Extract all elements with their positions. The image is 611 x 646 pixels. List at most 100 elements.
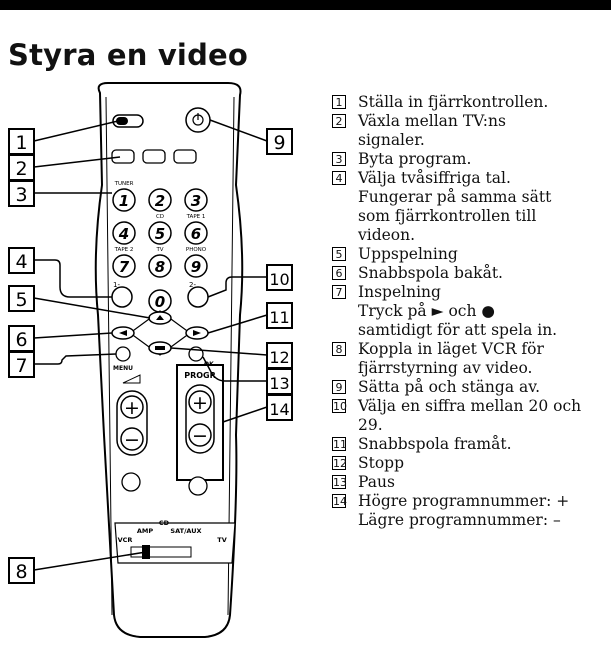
item-text-line: Paus (358, 473, 395, 491)
instruction-item: 12 Stopp (332, 454, 611, 473)
item-text-line: Ställa in fjärrkontrollen. (358, 93, 549, 111)
remote-figure: 1 2 3 4 5 6 7 8 9 0 TUNER CD TAPE 1 TAPE… (0, 75, 330, 646)
item-text-line: videon. (358, 226, 416, 244)
item-text-line: Inspelning (358, 283, 441, 301)
digit-keypad: 1 2 3 4 5 6 7 8 9 0 TUNER CD TAPE 1 TAPE… (112, 181, 208, 313)
item-number-box: 11 (332, 437, 347, 451)
item-number-box: 4 (332, 171, 346, 185)
callout-2: 2 (15, 158, 27, 180)
item-number-box: 6 (332, 266, 346, 280)
item-text-line: signaler. (358, 131, 425, 149)
label-tape1: TAPE 1 (186, 214, 206, 220)
label-cd-sel: CD (159, 519, 170, 527)
vol-plus: + (124, 397, 140, 419)
digit-8: 8 (155, 258, 165, 276)
item-text-line: Högre programnummer: + (358, 492, 570, 510)
instruction-item: 3 Byta program. (332, 150, 611, 169)
label-amp: AMP (137, 527, 153, 535)
instruction-item: 1 Ställa in fjärrkontrollen. (332, 93, 611, 112)
instruction-item: 6 Snabbspola bakåt. (332, 264, 611, 283)
item-text-line: Växla mellan TV:ns (358, 112, 506, 130)
page-title: Styra en video (8, 38, 249, 72)
callout-3: 3 (15, 184, 27, 206)
callout-6: 6 (15, 329, 27, 351)
digit-7: 7 (119, 258, 130, 276)
item-number-box: 7 (332, 285, 346, 299)
item-text-line: fjärrstyrning av video. (358, 359, 533, 377)
item-text-line: Snabbspola framåt. (358, 435, 512, 453)
digit-3: 3 (191, 192, 201, 210)
digit-9: 9 (191, 258, 201, 276)
digit-0: 0 (155, 293, 165, 311)
callout-4: 4 (15, 251, 27, 273)
label-vcr: VCR (118, 536, 133, 544)
item-text-line: Uppspelning (358, 245, 458, 263)
remote-illustration: 1 2 3 4 5 6 7 8 9 0 TUNER CD TAPE 1 TAPE… (8, 82, 293, 638)
label-two-dash: 2- (189, 281, 196, 289)
instruction-item: 14 Högre programnummer: +Lägre programnum… (332, 492, 611, 530)
item-number-box: 1 (332, 95, 346, 109)
item-text-line: Snabbspola bakåt. (358, 264, 503, 282)
top-rule (0, 0, 611, 10)
instruction-item: 9 Sätta på och stänga av. (332, 378, 611, 397)
item-text-line: Fungerar på samma sätt (358, 188, 552, 206)
callout-11: 11 (269, 308, 289, 327)
item-number-box: 8 (332, 342, 346, 356)
digit-2: 2 (155, 192, 165, 210)
instruction-list: 1 Ställa in fjärrkontrollen. 2 Växla mellan… (332, 93, 611, 530)
item-number-box: 9 (332, 380, 346, 394)
label-one-dash: 1- (113, 281, 120, 289)
item-text-line: Tryck på ► och ● (358, 302, 495, 320)
callout-1: 1 (15, 132, 27, 154)
item-number-box: 10 (332, 399, 347, 413)
digit-4: 4 (118, 225, 129, 243)
callout-5: 5 (15, 289, 27, 311)
label-menu: MENU (113, 365, 133, 372)
item-number-box: 5 (332, 247, 346, 261)
item-number-box: 3 (332, 152, 346, 166)
item-text-line: Stopp (358, 454, 405, 472)
item-text-line: Lägre programnummer: – (358, 511, 561, 529)
item-text-line: som fjärrkontrollen till (358, 207, 537, 225)
digit-5: 5 (155, 225, 165, 243)
label-phono: PHONO (186, 247, 207, 253)
label-cd: CD (156, 214, 164, 220)
label-tuner: TUNER (114, 181, 134, 187)
item-text-line: Välja en siffra mellan 20 och (358, 397, 582, 415)
label-sat-aux: SAT/AUX (170, 527, 201, 535)
item-text-line: Byta program. (358, 150, 472, 168)
instruction-item: 11 Snabbspola framåt. (332, 435, 611, 454)
item-text-line: samtidigt för att spela in. (358, 321, 558, 339)
item-number-box: 13 (332, 475, 347, 489)
label-progr: PROGR (184, 371, 216, 380)
callout-14: 14 (269, 400, 289, 419)
digit-6: 6 (191, 225, 201, 243)
callout-7: 7 (15, 355, 27, 377)
item-number-box: 12 (332, 456, 347, 470)
instruction-item: 4 Välja tvåsiffriga tal.Fungerar på samma… (332, 169, 611, 245)
callout-10: 10 (269, 270, 289, 289)
prog-minus: − (192, 425, 208, 447)
callout-13: 13 (269, 374, 289, 393)
vol-minus: − (124, 429, 140, 451)
item-text-line: Koppla in läget VCR för (358, 340, 544, 358)
label-tape2: TAPE 2 (114, 247, 134, 253)
callout-9: 9 (273, 132, 285, 154)
item-text-line: 29. (358, 416, 383, 434)
instruction-item: 5 Uppspelning (332, 245, 611, 264)
callout-12: 12 (269, 348, 289, 367)
instruction-item: 13 Paus (332, 473, 611, 492)
item-number-box: 14 (332, 494, 347, 508)
prog-plus: + (192, 392, 208, 414)
label-tv: TV (155, 247, 163, 253)
callout-8: 8 (15, 561, 27, 583)
item-text-line: Sätta på och stänga av. (358, 378, 541, 396)
item-text-line: Välja tvåsiffriga tal. (358, 169, 511, 187)
item-number-box: 2 (332, 114, 346, 128)
label-tv-sel: TV (217, 536, 226, 544)
digit-1: 1 (119, 192, 129, 210)
